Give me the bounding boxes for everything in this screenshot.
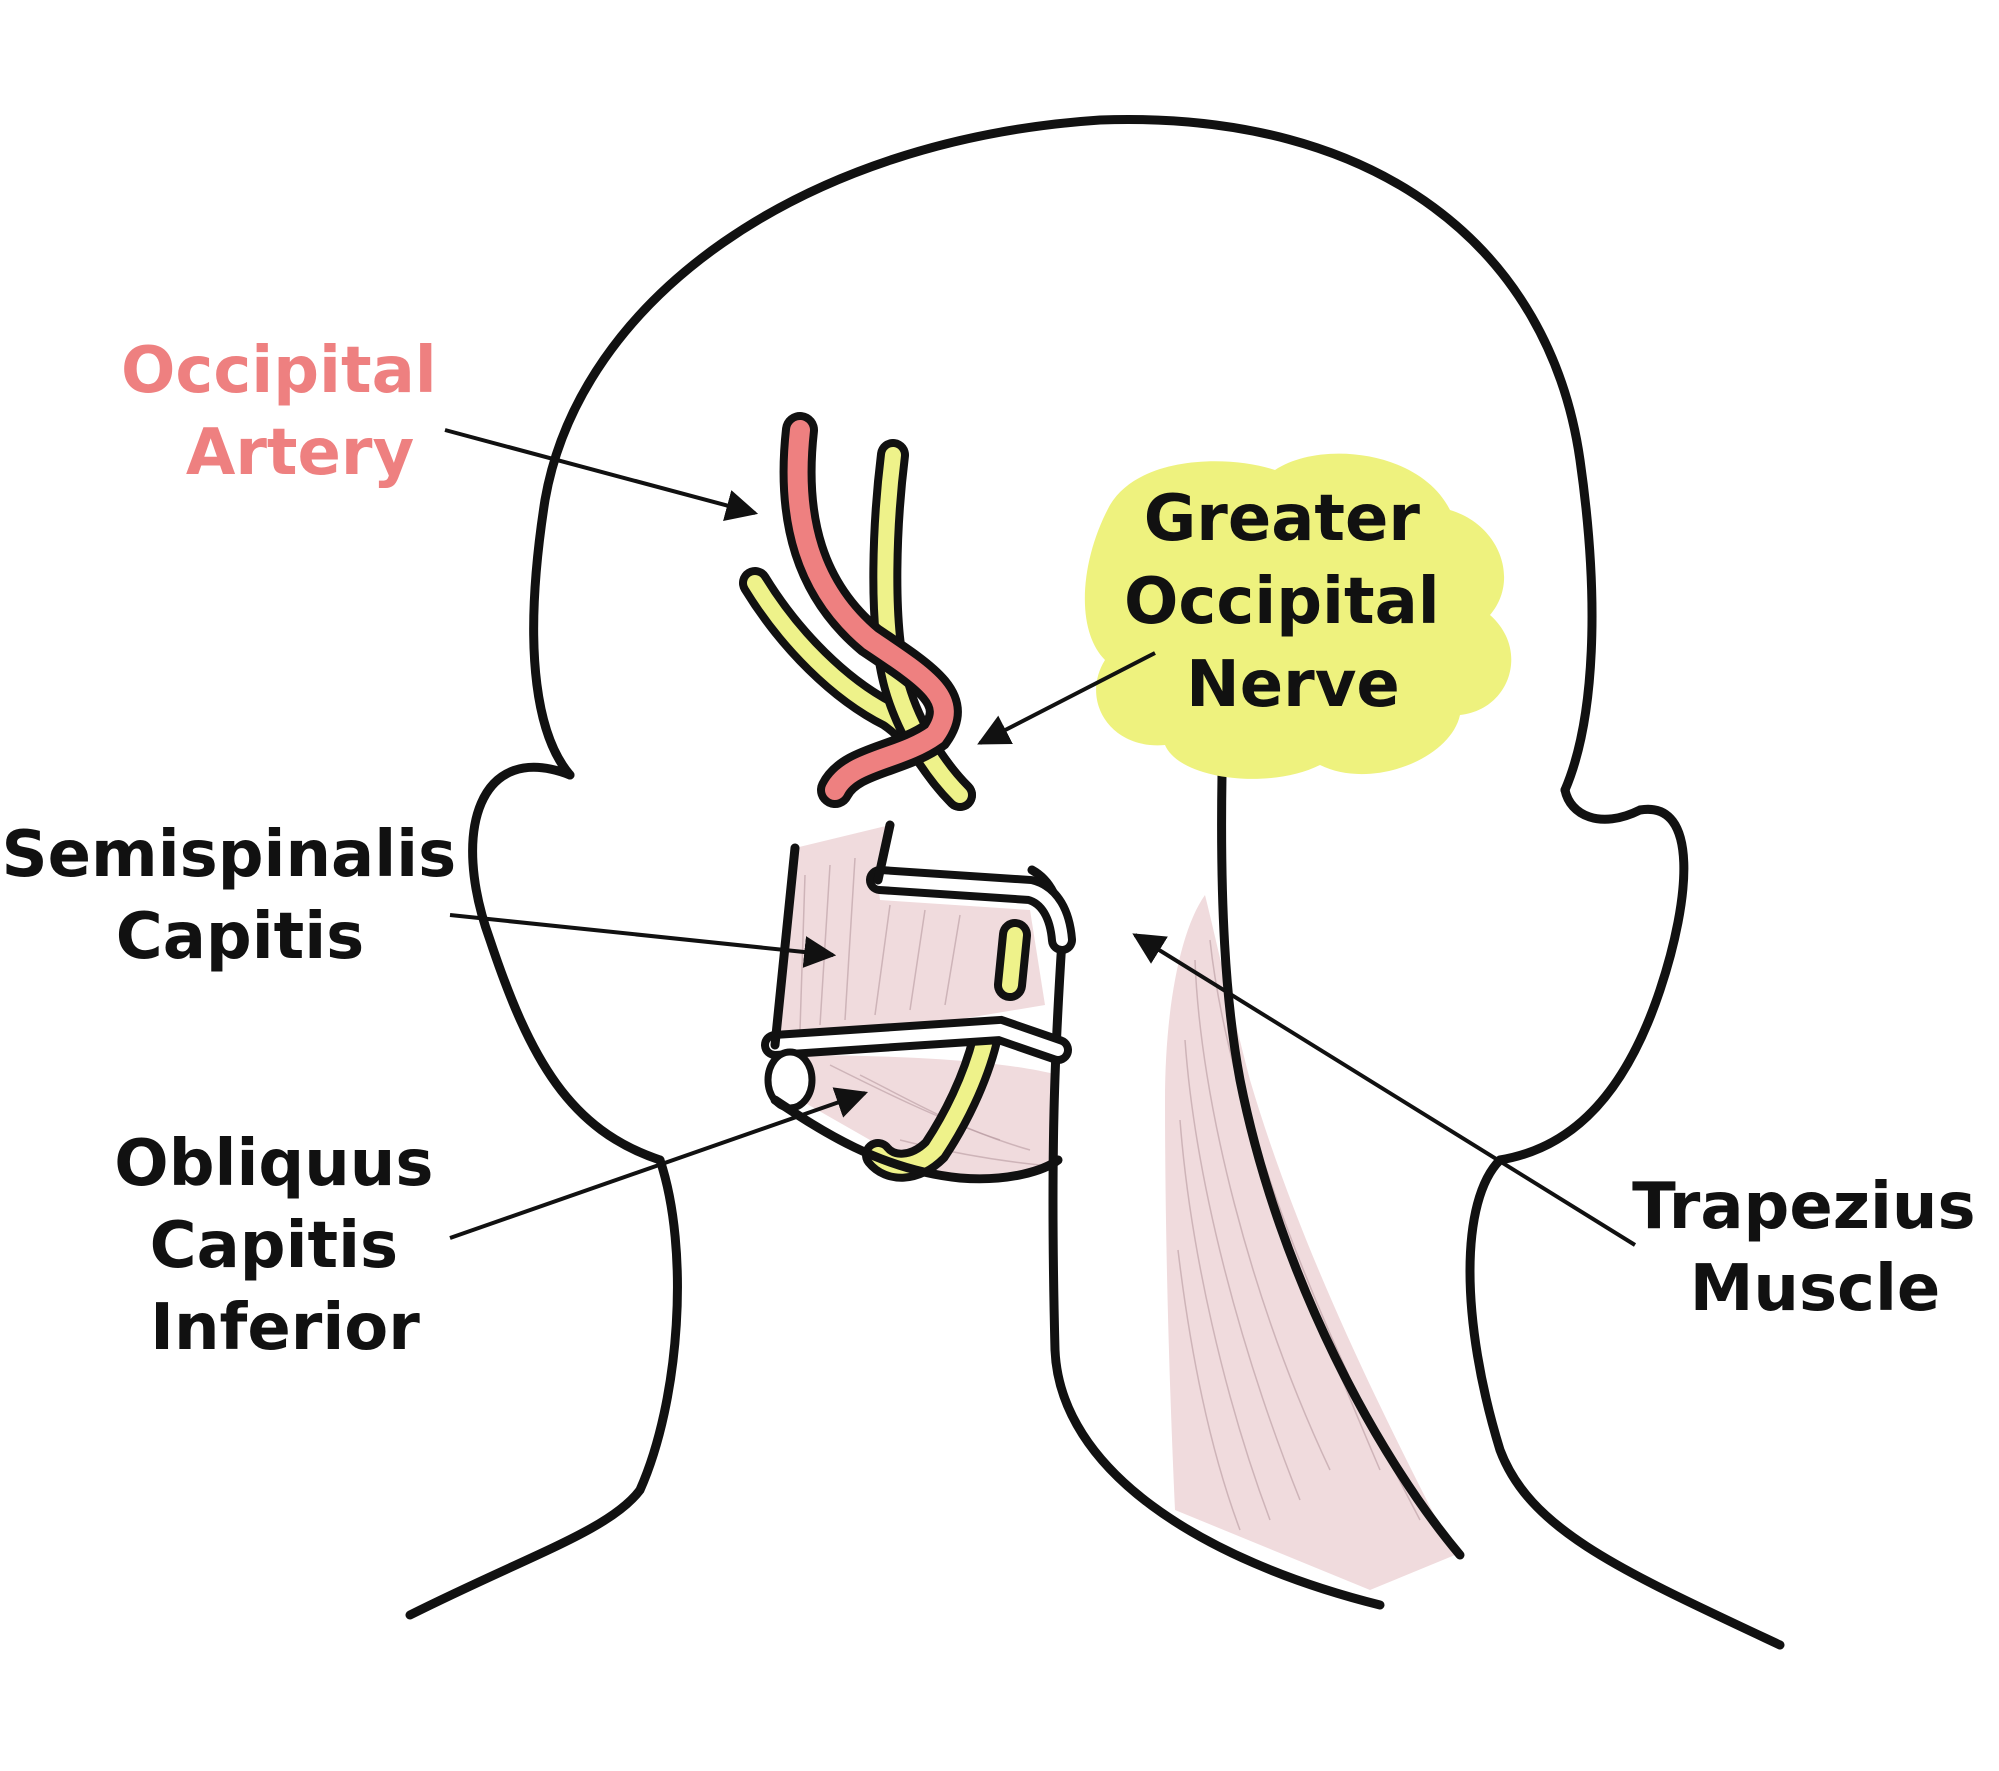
arrow-semispinalis-capitis [449,913,837,968]
semispinalis-capitis-muscle [775,825,1045,1050]
arrow-trapezius-muscle [1132,933,1637,1247]
muscle-fascia-bands [761,820,1076,1184]
label-line: Occipital [1124,565,1440,639]
obliquus-fibers [829,1064,1041,1166]
label-semispinalis-capitis: Semispinalis Capitis [2,818,479,974]
label-line: Obliquus [114,1127,433,1201]
label-line: Artery [186,416,414,490]
label-line: Inferior [150,1291,420,1365]
label-trapezius-muscle: Trapezius Muscle [1632,1170,1998,1326]
occipital-artery [779,412,962,808]
head-outline [405,115,1785,1650]
arrow-obliquus-capitis-inferior [449,1087,869,1240]
label-occipital-artery: Occipital Artery [121,334,459,490]
label-line: Trapezius [1632,1170,1975,1244]
nerve-label-highlight [1084,453,1512,779]
label-greater-occipital-nerve: Greater Occipital Nerve [1124,482,1462,722]
label-line: Greater [1144,482,1421,556]
label-line: Nerve [1186,648,1400,722]
arrow-occipital-artery [444,428,759,522]
arrow-greater-occipital-nerve [977,651,1156,745]
obliquus-capitis-inferior-muscle [775,1055,1058,1179]
label-line: Muscle [1690,1252,1941,1326]
leader-arrows [444,428,1637,1247]
label-line: Capitis [116,900,365,974]
label-line: Occipital [121,334,437,408]
label-obliquus-capitis-inferior: Obliquus Capitis Inferior [114,1127,455,1365]
label-line: Capitis [150,1209,399,1283]
label-line: Semispinalis [2,818,457,892]
